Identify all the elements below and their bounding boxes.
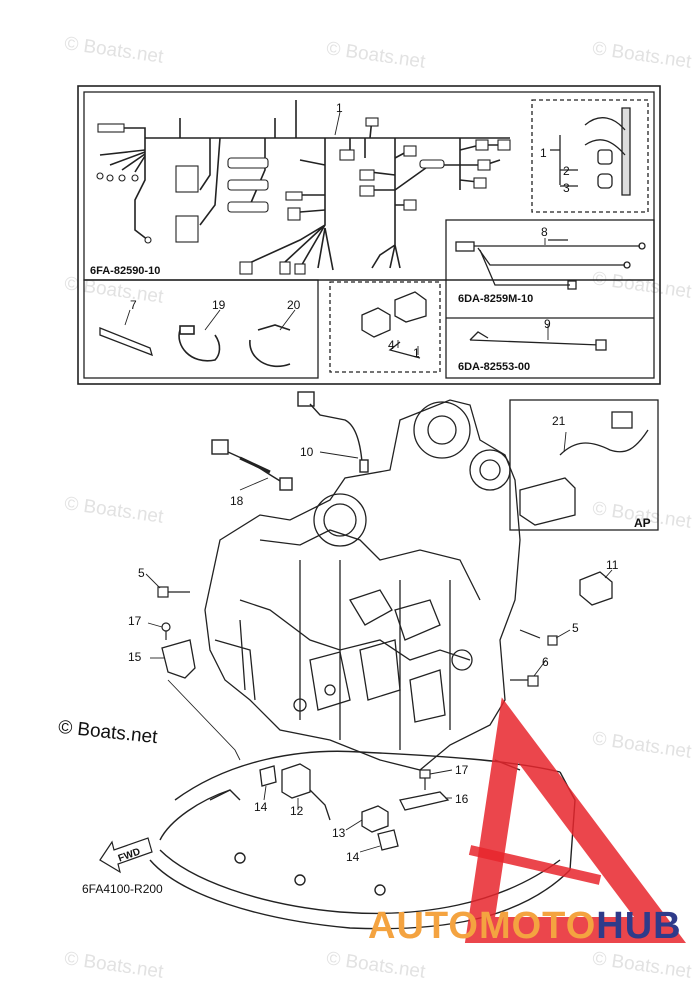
- callout-17: 17: [455, 763, 469, 777]
- clamp-19: [178, 325, 221, 362]
- callout-1: 1: [336, 101, 343, 115]
- callout-16: 16: [455, 792, 469, 806]
- callout-13: 13: [332, 826, 346, 840]
- callout-2: 2: [563, 164, 570, 178]
- cable-tie-7: [99, 327, 153, 357]
- callout-6: 6: [542, 655, 549, 669]
- bracket-16: [399, 791, 450, 811]
- brand-part1: AUTOMOTO: [368, 905, 597, 947]
- callout-20: 20: [287, 298, 301, 312]
- sensor-18: [211, 439, 293, 491]
- callout-17: 17: [128, 614, 142, 628]
- harness-code-9: 6DA-82553-00: [458, 361, 531, 373]
- fwd-arrow: [99, 837, 153, 874]
- engine-block: [204, 399, 521, 771]
- harness-code-8: 6DA-8259M-10: [458, 293, 534, 305]
- sensor-11: [579, 571, 613, 606]
- callout-8: 8: [541, 225, 548, 239]
- brand-wordmark: AUTOMOTOHUB: [368, 905, 682, 948]
- harness-inset-frame: [77, 85, 661, 385]
- bracket-15: [161, 639, 196, 679]
- callout-5: 5: [572, 621, 579, 635]
- callout-7: 7: [130, 298, 137, 312]
- ap-inset: [509, 399, 659, 531]
- bolts: [157, 586, 558, 790]
- brand-logo-icon: [464, 697, 686, 943]
- callout-15: 15: [128, 650, 142, 664]
- callout-21: 21: [552, 414, 566, 428]
- part-12: [281, 763, 331, 821]
- leader-lines: [124, 111, 613, 853]
- brand-part2: HUB: [596, 905, 682, 947]
- callout-12: 12: [290, 804, 304, 818]
- callout-14: 14: [346, 850, 360, 864]
- wire-harness: [99, 100, 510, 271]
- callout-10: 10: [300, 445, 314, 459]
- callout-19: 19: [212, 298, 226, 312]
- relay-4: [361, 291, 427, 359]
- bottom-cowling: [149, 750, 576, 930]
- callout-14: 14: [254, 800, 268, 814]
- callout-1: 1: [413, 346, 420, 360]
- callout-18: 18: [230, 494, 244, 508]
- callout-4: 4: [388, 338, 395, 352]
- clamp-20: [249, 324, 291, 368]
- harness-code-main: 6FA-82590-10: [90, 265, 161, 277]
- callout-5: 5: [138, 566, 145, 580]
- callout-11: 11: [606, 558, 619, 572]
- sensor-parts-2-3: [550, 107, 631, 196]
- ap-label: AP: [634, 516, 651, 530]
- callout-1: 1: [540, 146, 547, 160]
- sensor-10: [297, 391, 369, 473]
- part-13: [361, 805, 389, 833]
- figure-code: 6FA4100-R200: [82, 882, 163, 896]
- callout-3: 3: [563, 181, 570, 195]
- part-14: [259, 765, 399, 851]
- connectors: [96, 117, 511, 275]
- harness-part-8: [455, 239, 646, 290]
- harness-part-9: [469, 331, 607, 351]
- callout-9: 9: [544, 317, 551, 331]
